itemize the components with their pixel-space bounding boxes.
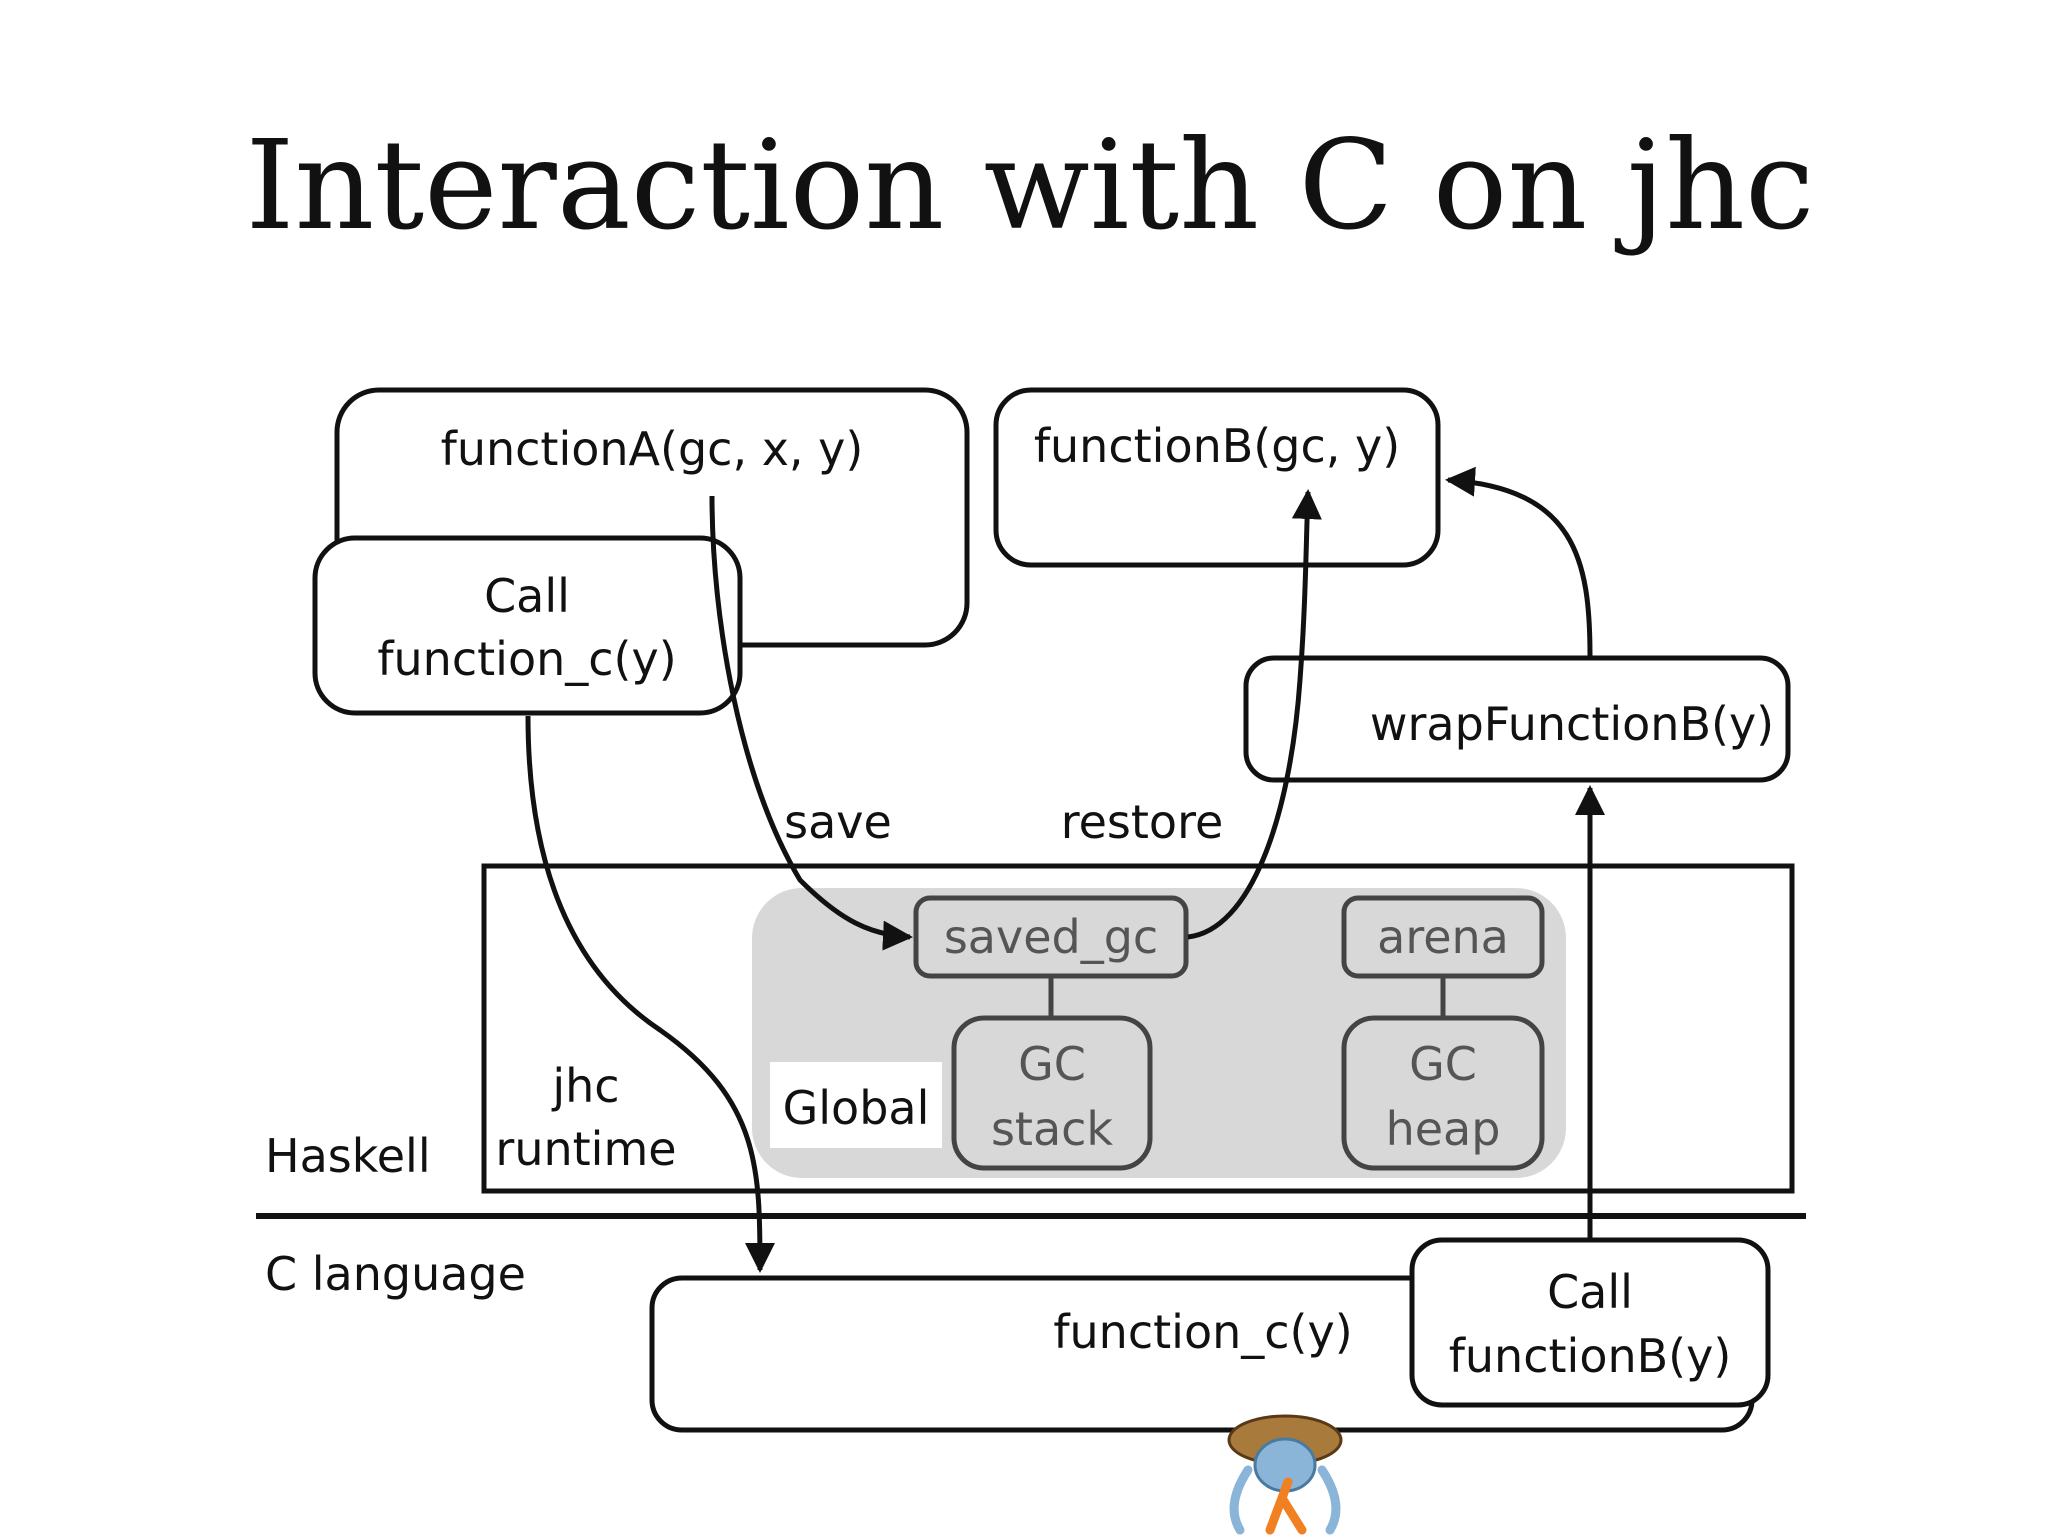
restore-arrow — [1187, 489, 1322, 940]
gc-stack-label-line2: stack — [991, 1102, 1113, 1156]
call-function-c-label-line1: Call — [484, 569, 570, 623]
haskell-label: Haskell — [265, 1129, 431, 1183]
slide-title: Interaction with C on jhc — [245, 114, 1814, 258]
gc-heap-box — [1341, 1015, 1545, 1171]
c-language-label: C language — [265, 1247, 526, 1301]
call-function-b-label-line1: Call — [1547, 1265, 1633, 1319]
wrap-function-b-box — [1243, 655, 1791, 783]
restore-label: restore — [1061, 795, 1224, 849]
function-a-label: functionA(gc, x, y) — [441, 422, 864, 476]
call-function-b-label-line2: functionB(y) — [1449, 1329, 1732, 1383]
function-c-label: function_c(y) — [1053, 1305, 1352, 1359]
function-b-label: functionB(gc, y) — [1034, 419, 1400, 473]
jhc-runtime-label-line2: runtime — [495, 1122, 676, 1176]
gc-stack-label-line1: GC — [1018, 1037, 1086, 1091]
global-label-chip — [770, 1062, 942, 1148]
call-function-c-label-line2: function_c(y) — [377, 632, 676, 686]
gc-heap-label-line1: GC — [1409, 1037, 1477, 1091]
wrap-function-b-label: wrapFunctionB(y) — [1370, 697, 1774, 751]
jhc-runtime-box — [481, 863, 1795, 1194]
jhc-runtime-label-line1: jhc — [551, 1059, 619, 1113]
wrap-to-function-b-arrow — [1445, 466, 1593, 657]
call-function-c-box — [312, 535, 743, 716]
arena-label: arena — [1377, 910, 1509, 964]
function-b-box — [993, 387, 1441, 568]
gc-stack-box — [951, 1015, 1153, 1171]
save-arrow — [709, 495, 913, 951]
jhc-hermit-crab-lambda-icon — [1227, 1414, 1343, 1535]
call-to-function-c-arrow — [525, 715, 775, 1273]
global-label: Global — [783, 1081, 930, 1135]
save-label: save — [784, 795, 892, 849]
gc-heap-label-line2: heap — [1386, 1102, 1501, 1156]
saved-gc-label: saved_gc — [944, 910, 1158, 964]
